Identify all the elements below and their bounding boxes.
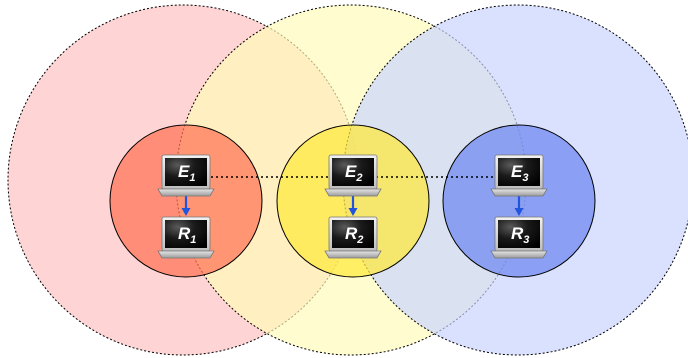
laptop-icon (157, 216, 215, 259)
laptop-icon (324, 154, 382, 197)
svg-text:R3: R3 (511, 224, 529, 246)
receiver-r2: R2 (324, 216, 382, 259)
transmitter-e3: E3 (490, 154, 548, 197)
down-arrow-icon (348, 196, 358, 216)
receiver-r3: R3 (490, 216, 548, 259)
down-arrow-icon (181, 196, 191, 216)
svg-text:E3: E3 (511, 162, 528, 184)
laptop-icon (490, 154, 548, 197)
laptop-icon (324, 216, 382, 259)
down-arrow-icon (514, 196, 524, 216)
svg-text:E2: E2 (345, 162, 362, 184)
transmitter-e1: E1 (157, 154, 215, 197)
receiver-r1: R1 (157, 216, 215, 259)
laptop-icon (157, 154, 215, 197)
svg-text:E1: E1 (178, 162, 195, 184)
svg-text:R1: R1 (178, 224, 196, 246)
transmitter-e2: E2 (324, 154, 382, 197)
laptop-icon (490, 216, 548, 259)
svg-text:R2: R2 (345, 224, 363, 246)
